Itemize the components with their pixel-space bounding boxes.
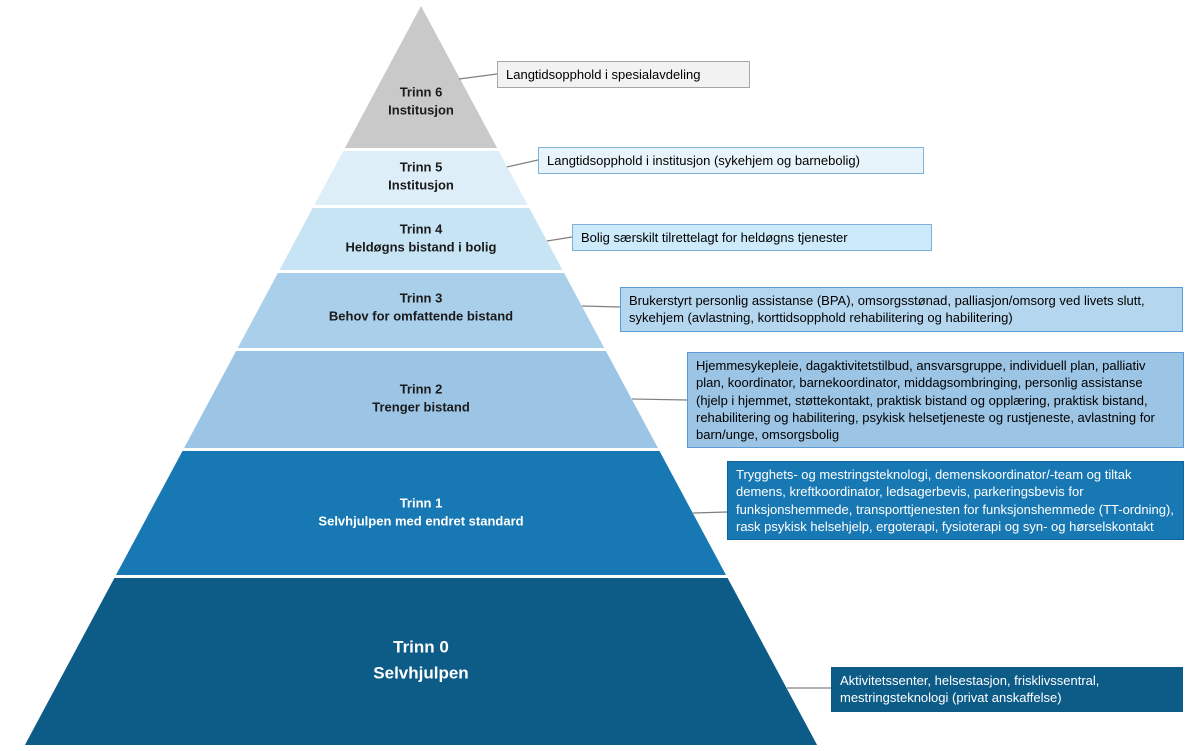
- callout-text: Hjemmesykepleie, dagaktivitetstilbud, an…: [696, 358, 1155, 443]
- callout-trinn-4-services: Bolig særskilt tilrettelagt for heldøgns…: [572, 224, 932, 252]
- pyramid-level-shape-trinn-1: [116, 451, 726, 575]
- callout-connector-line: [458, 73, 498, 80]
- callout-connector-line: [692, 511, 728, 514]
- callout-trinn-1-services: Trygghets- og mestringsteknologi, demens…: [727, 461, 1184, 541]
- pyramid-level-shape-trinn-3: [237, 273, 605, 348]
- callout-text: Bolig særskilt tilrettelagt for heldøgns…: [581, 230, 848, 245]
- pyramid-level-shape-trinn-2: [184, 351, 658, 448]
- callout-text: Langtidsopphold i institusjon (sykehjem …: [547, 153, 860, 168]
- pyramid-level-shape-trinn-0: [24, 578, 818, 745]
- callout-trinn-0-services: Aktivitetssenter, helsestasjon, friskliv…: [831, 667, 1183, 712]
- callout-text: Brukerstyrt personlig assistanse (BPA), …: [629, 293, 1145, 326]
- callout-connector-line: [506, 159, 539, 168]
- callout-text: Langtidsopphold i spesialavdeling: [506, 67, 701, 82]
- pyramid-level-shape-trinn-5: [314, 151, 528, 205]
- callout-trinn-3-services: Brukerstyrt personlig assistanse (BPA), …: [620, 287, 1183, 332]
- callout-connector-line: [546, 236, 573, 242]
- callout-trinn-5-services: Langtidsopphold i institusjon (sykehjem …: [538, 147, 924, 175]
- callout-text: Trygghets- og mestringsteknologi, demens…: [736, 467, 1174, 534]
- callout-text: Aktivitetssenter, helsestasjon, friskliv…: [840, 673, 1100, 706]
- callout-trinn-2-services: Hjemmesykepleie, dagaktivitetstilbud, an…: [687, 352, 1184, 449]
- pyramid-level-shape-trinn-4: [279, 208, 563, 270]
- callout-connector-line: [631, 398, 688, 401]
- pyramid-level-shape-trinn-6: [344, 6, 498, 148]
- callout-trinn-6-services: Langtidsopphold i spesialavdeling: [497, 61, 750, 89]
- callout-connector-line: [581, 305, 621, 308]
